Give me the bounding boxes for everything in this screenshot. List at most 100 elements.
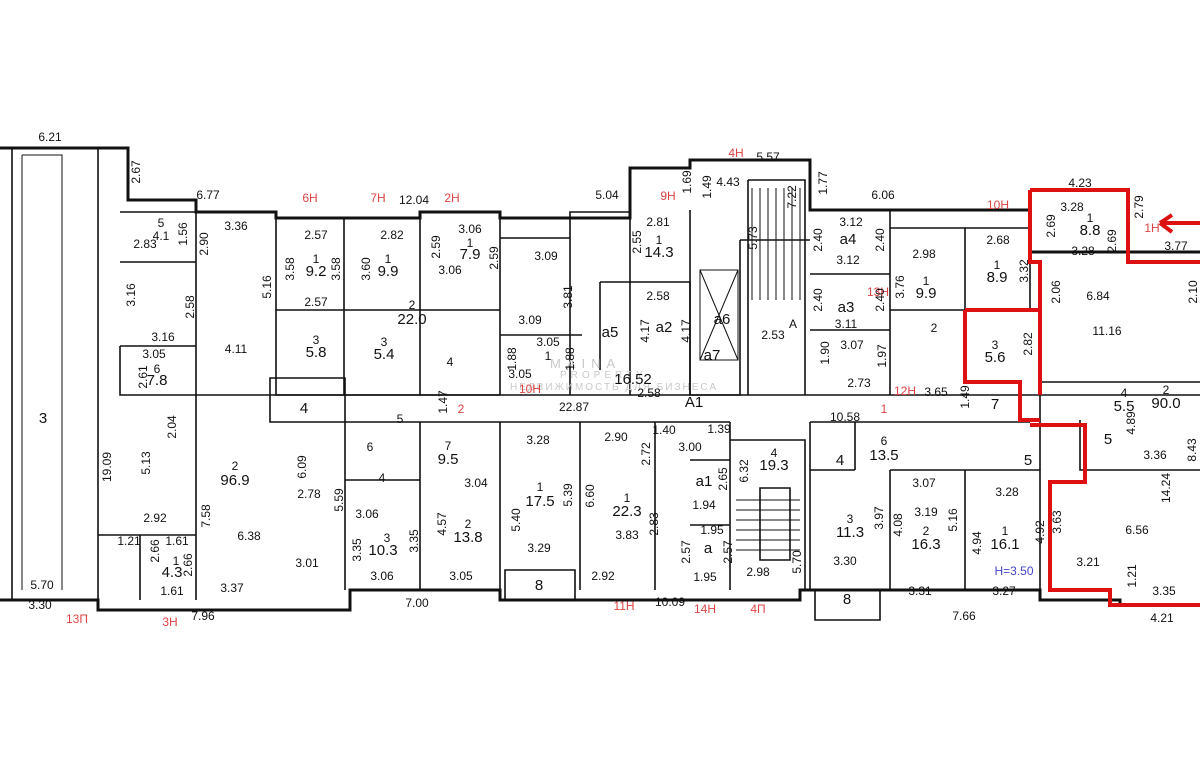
plan-label-d796: 7.96 (191, 609, 215, 623)
plan-label-d156: 1.56 (176, 222, 190, 246)
plan-label-d259a: 2.59 (429, 235, 443, 259)
plan-label-d417a: 4.17 (638, 319, 652, 343)
plan-label-a143: 14.3 (644, 244, 674, 261)
plan-label-d332: 3.32 (1017, 259, 1031, 283)
plan-label-d190: 1.90 (818, 341, 832, 365)
plan-label-d265: 2.65 (716, 467, 730, 491)
plan-label-d319: 3.19 (914, 505, 938, 519)
plan-label-r4e: 4 (770, 446, 778, 460)
plan-label-r2e: 2 (464, 517, 472, 531)
plan-label-r1d: 1 (655, 233, 663, 247)
plan-label-r1j: 1 (623, 491, 631, 505)
plan-label-a99a: 9.9 (377, 263, 399, 280)
plan-label-d307a: 3.07 (840, 338, 864, 352)
plan-label-d206: 2.06 (1049, 280, 1063, 304)
plan-label-d330: 3.30 (833, 554, 857, 568)
plan-label-d559: 5.59 (332, 488, 346, 512)
plan-label-r2b: 2 (930, 321, 938, 335)
plan-label-d677: 6.77 (196, 188, 220, 202)
plan-label-d301: 3.01 (295, 556, 319, 570)
plan-label-d516: 5.16 (260, 275, 274, 299)
plan-label-d177: 1.77 (816, 171, 830, 195)
plan-label-d312b: 3.12 (836, 253, 860, 267)
plan-label-d504: 5.04 (595, 188, 619, 202)
plan-label-a55: 5.5 (1113, 398, 1135, 415)
plan-label-d1424: 14.24 (1159, 472, 1173, 504)
plan-label-d140: 1.40 (652, 423, 676, 437)
plan-label-d258b: 2.58 (646, 289, 670, 303)
plan-label-d328a: 3.28 (1060, 200, 1084, 214)
plan-label-d195a: 1.95 (700, 523, 724, 537)
plan-label-d1116: 11.16 (1092, 324, 1122, 338)
plan-label-u4n: 4Н (728, 146, 744, 160)
plan-label-d329: 3.29 (527, 541, 551, 555)
plan-label-d149: 1.49 (700, 175, 714, 199)
plan-label-u2n: 2Н (444, 191, 460, 205)
plan-label-d621: 6.21 (38, 130, 62, 144)
plan-label-r4c: 4 (299, 400, 309, 417)
plan-label-d489: 4.89 (1124, 411, 1138, 435)
watermark: MAINA PROPERTY НЕДВИЖИМОСТЬ ДЛЯ БИЗНЕСА (510, 357, 719, 394)
plan-label-d1009: 10.09 (654, 595, 686, 609)
plan-label-d121b: 1.21 (1125, 564, 1139, 588)
plan-label-u1n_top: 1Н (1144, 221, 1160, 235)
plan-label-d457: 4.57 (435, 512, 449, 536)
plan-label-u6n: 6Н (302, 191, 318, 205)
plan-label-d121a: 1.21 (117, 534, 141, 548)
plan-label-d255: 2.55 (630, 230, 644, 254)
plan-label-d259b: 2.59 (487, 246, 501, 270)
plan-label-a163: 16.3 (911, 536, 941, 553)
plan-label-d335c: 3.35 (1152, 584, 1176, 598)
plan-label-d311a: 3.11 (834, 317, 858, 331)
plan-label-d41: 4.1 (152, 229, 170, 243)
plan-label-r5b: 5 (396, 412, 404, 426)
plan-label-d278: 2.78 (297, 487, 321, 501)
plan-label-d656: 6.56 (1125, 523, 1149, 537)
plan-label-u12n: 12Н (893, 384, 917, 398)
plan-label-d358a: 3.58 (283, 257, 297, 281)
plan-label-r5c: 5 (1023, 452, 1033, 469)
plan-label-r3c: 3 (991, 338, 999, 352)
plan-label-d290b: 2.90 (604, 430, 628, 444)
plan-label-a88: 8.8 (1079, 222, 1101, 239)
plan-label-a135: 13.5 (869, 447, 899, 464)
plan-label-d722: 7.22 (785, 185, 799, 209)
plan-label-d195b: 1.95 (693, 570, 717, 584)
plan-label-d292b: 2.92 (591, 569, 615, 583)
plan-label-d269a: 2.69 (1044, 214, 1058, 238)
plan-label-ua6: а6 (713, 311, 731, 328)
plan-label-d335a: 3.35 (350, 538, 364, 562)
plan-label-r1b: 1 (384, 252, 392, 266)
plan-label-d279: 2.79 (1132, 195, 1146, 219)
plan-label-a99b: 9.9 (915, 285, 937, 302)
pointer-arrow-icon (1158, 213, 1200, 234)
plan-label-r2a: 2 (408, 298, 416, 312)
plan-label-d282a: 2.82 (380, 228, 404, 242)
plan-label-a175: 17.5 (525, 493, 555, 510)
plan-label-d298: 2.98 (912, 247, 936, 261)
plan-label-d758: 7.58 (199, 504, 213, 528)
plan-label-u1_red: 1 (880, 402, 888, 416)
plan-label-d843: 8.43 (1185, 438, 1199, 462)
plan-label-d328c: 3.28 (526, 433, 550, 447)
plan-label-d312a: 3.12 (839, 215, 863, 229)
plan-label-d282b: 2.82 (1021, 332, 1035, 356)
plan-label-r4b: 4 (1120, 386, 1128, 400)
plan-label-d570b: 5.70 (790, 550, 804, 574)
plan-label-r2c: 2 (1162, 383, 1170, 397)
plan-label-a969: 96.9 (220, 472, 250, 489)
plan-label-d298b: 2.98 (746, 565, 770, 579)
plan-label-d573: 5.73 (746, 226, 760, 250)
plan-label-d273: 2.73 (847, 376, 871, 390)
plan-label-a193: 19.3 (759, 457, 789, 474)
plan-label-d283b: 2.83 (647, 512, 661, 536)
watermark-line3: НЕДВИЖИМОСТЬ ДЛЯ БИЗНЕСА (510, 382, 719, 393)
plan-label-ua: а (703, 540, 713, 557)
plan-label-d283: 2.83 (133, 237, 157, 251)
plan-label-d197: 1.97 (875, 344, 889, 368)
plan-label-d397: 3.97 (872, 506, 886, 530)
plan-label-d684: 6.84 (1086, 289, 1110, 303)
plan-label-d307b: 3.07 (912, 476, 936, 490)
plan-label-u11n: 11Н (613, 599, 635, 613)
plan-label-d1058: 10.58 (829, 410, 861, 424)
